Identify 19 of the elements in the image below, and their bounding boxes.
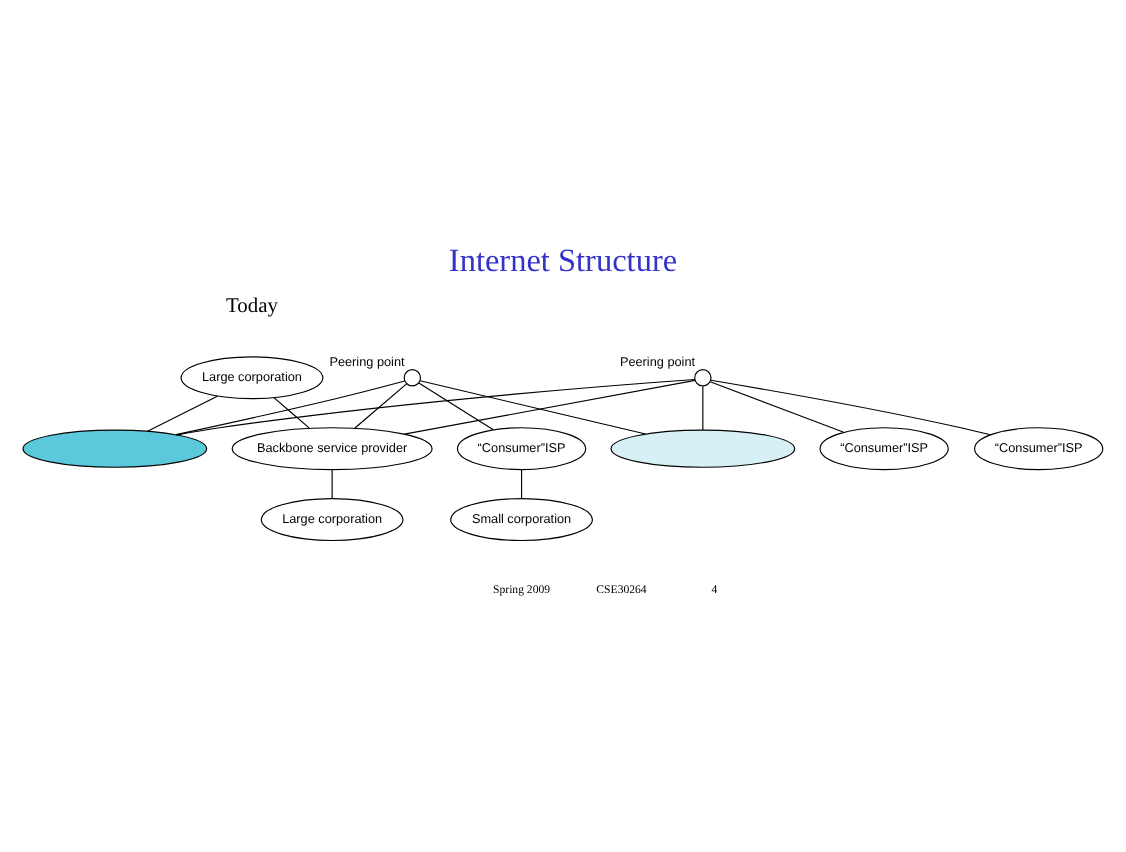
connector — [175, 380, 406, 436]
connector — [331, 469, 333, 499]
label: Today — [226, 296, 278, 318]
node-ellipse — [610, 429, 796, 468]
connector — [146, 395, 218, 432]
connector — [403, 379, 696, 435]
connector — [710, 379, 991, 436]
connector — [419, 380, 647, 435]
node-ellipse — [22, 429, 208, 468]
node-circle — [403, 369, 422, 387]
connector — [354, 383, 408, 429]
connector — [702, 385, 704, 431]
connector — [273, 397, 310, 429]
node-circle — [694, 369, 712, 387]
connector — [709, 381, 845, 433]
connector — [418, 382, 494, 431]
diagram-title: Internet Structure — [448, 243, 678, 280]
connector — [176, 378, 696, 436]
connector — [520, 469, 523, 499]
